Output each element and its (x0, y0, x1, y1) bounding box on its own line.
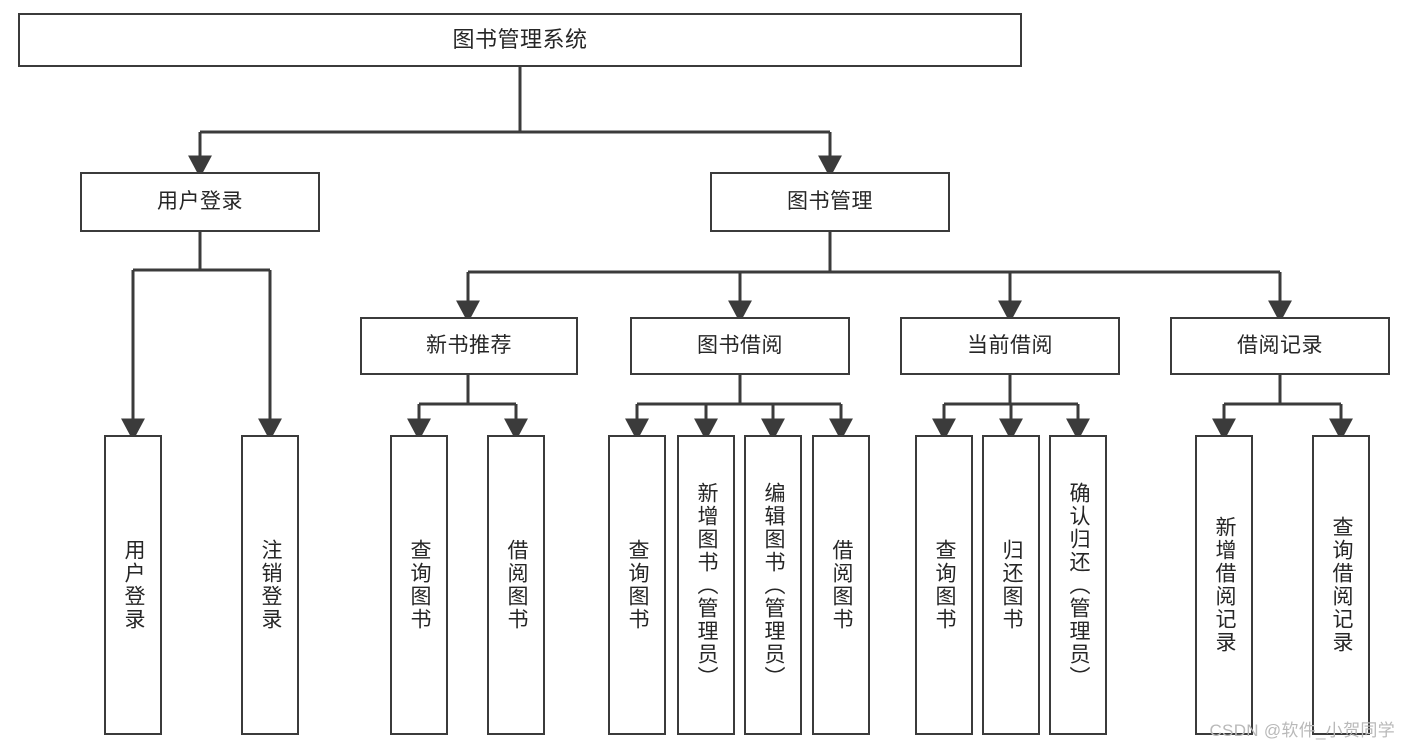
node-book-borrowing[interactable]: 图书借阅 (630, 317, 850, 375)
node-label: 查询图书 (933, 539, 957, 631)
node-label: 借阅图书 (505, 539, 529, 631)
node-label: 新增借阅记录 (1213, 516, 1237, 654)
node-label: 图书管理 (787, 189, 873, 213)
leaf-logout[interactable]: 注销登录 (241, 435, 299, 735)
node-label: 查询借阅记录 (1330, 516, 1354, 654)
leaf-cb-query-book[interactable]: 查询图书 (915, 435, 973, 735)
node-current-borrowing[interactable]: 当前借阅 (900, 317, 1120, 375)
leaf-cb-return-book[interactable]: 归还图书 (982, 435, 1040, 735)
node-user-login[interactable]: 用户登录 (80, 172, 320, 232)
leaf-bb-edit-book-admin[interactable]: 编辑图书（管理员） (744, 435, 802, 735)
node-root-book-management-system[interactable]: 图书管理系统 (18, 13, 1022, 67)
node-book-management[interactable]: 图书管理 (710, 172, 950, 232)
leaf-nbr-borrow-book[interactable]: 借阅图书 (487, 435, 545, 735)
node-label: 借阅记录 (1237, 333, 1323, 357)
leaf-br-add-record[interactable]: 新增借阅记录 (1195, 435, 1253, 735)
node-label: 新书推荐 (426, 333, 512, 357)
node-label: 借阅图书 (830, 539, 854, 631)
node-label: 归还图书 (1000, 539, 1024, 631)
node-label: 编辑图书（管理员） (762, 481, 786, 689)
leaf-bb-borrow-book[interactable]: 借阅图书 (812, 435, 870, 735)
node-label: 图书管理系统 (452, 27, 588, 53)
leaf-bb-query-book[interactable]: 查询图书 (608, 435, 666, 735)
csdn-watermark: CSDN @软件_小贺同学 (1209, 721, 1395, 740)
leaf-bb-add-book-admin[interactable]: 新增图书（管理员） (677, 435, 735, 735)
leaf-nbr-query-book[interactable]: 查询图书 (390, 435, 448, 735)
node-label: 查询图书 (626, 539, 650, 631)
node-label: 用户登录 (122, 539, 146, 631)
node-label: 当前借阅 (967, 333, 1053, 357)
node-label: 查询图书 (408, 539, 432, 631)
node-label: 注销登录 (259, 539, 283, 631)
node-label: 图书借阅 (697, 333, 783, 357)
node-label: 用户登录 (157, 189, 243, 213)
leaf-cb-confirm-return-admin[interactable]: 确认归还（管理员） (1049, 435, 1107, 735)
node-new-book-recommendation[interactable]: 新书推荐 (360, 317, 578, 375)
leaf-br-query-record[interactable]: 查询借阅记录 (1312, 435, 1370, 735)
node-label: 确认归还（管理员） (1067, 481, 1091, 689)
node-borrowing-record[interactable]: 借阅记录 (1170, 317, 1390, 375)
node-label: 新增图书（管理员） (695, 481, 719, 689)
leaf-user-login[interactable]: 用户登录 (104, 435, 162, 735)
